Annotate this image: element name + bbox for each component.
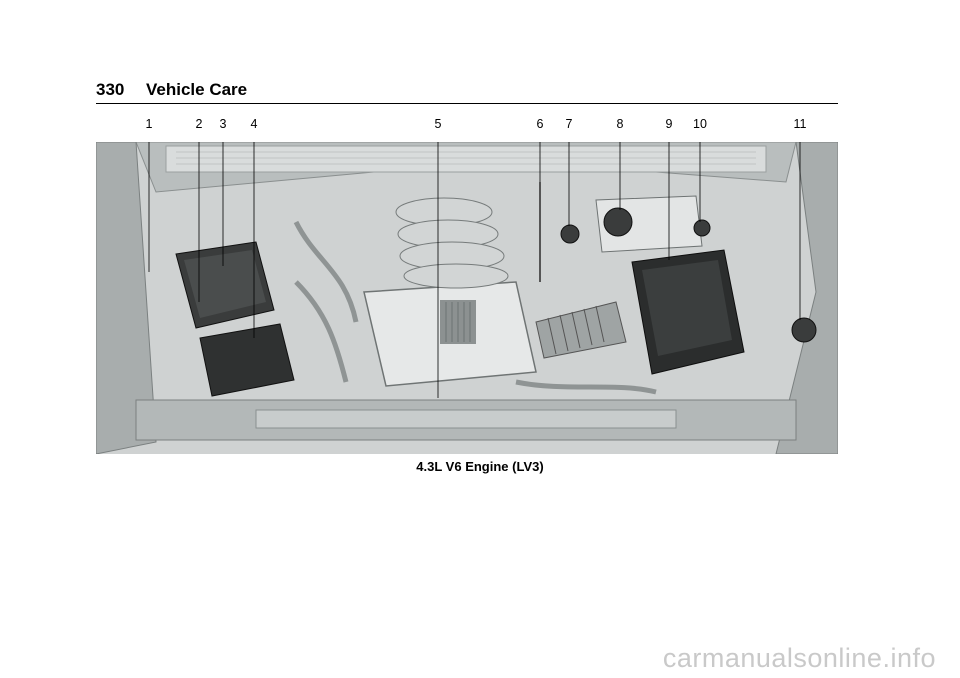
callout-11: 11: [793, 117, 807, 131]
callout-7: 7: [565, 117, 573, 131]
page-number: 330: [96, 80, 125, 99]
callout-5: 5: [434, 117, 442, 131]
callout-2: 2: [195, 117, 203, 131]
callout-9: 9: [665, 117, 673, 131]
figure-caption: 4.3L V6 Engine (LV3): [416, 459, 544, 474]
callout-6: 6: [536, 117, 544, 131]
watermark: carmanualsonline.info: [662, 643, 936, 673]
callout-1: 1: [145, 117, 153, 131]
callout-4: 4: [250, 117, 258, 131]
callout-8: 8: [616, 117, 624, 131]
header-rule: [96, 103, 838, 104]
engine-compartment-illustration: [95, 138, 839, 455]
page-header: 330 Vehicle Care: [96, 80, 838, 104]
callout-10: 10: [693, 117, 707, 131]
callout-3: 3: [219, 117, 227, 131]
section-title: Vehicle Care: [146, 80, 248, 99]
